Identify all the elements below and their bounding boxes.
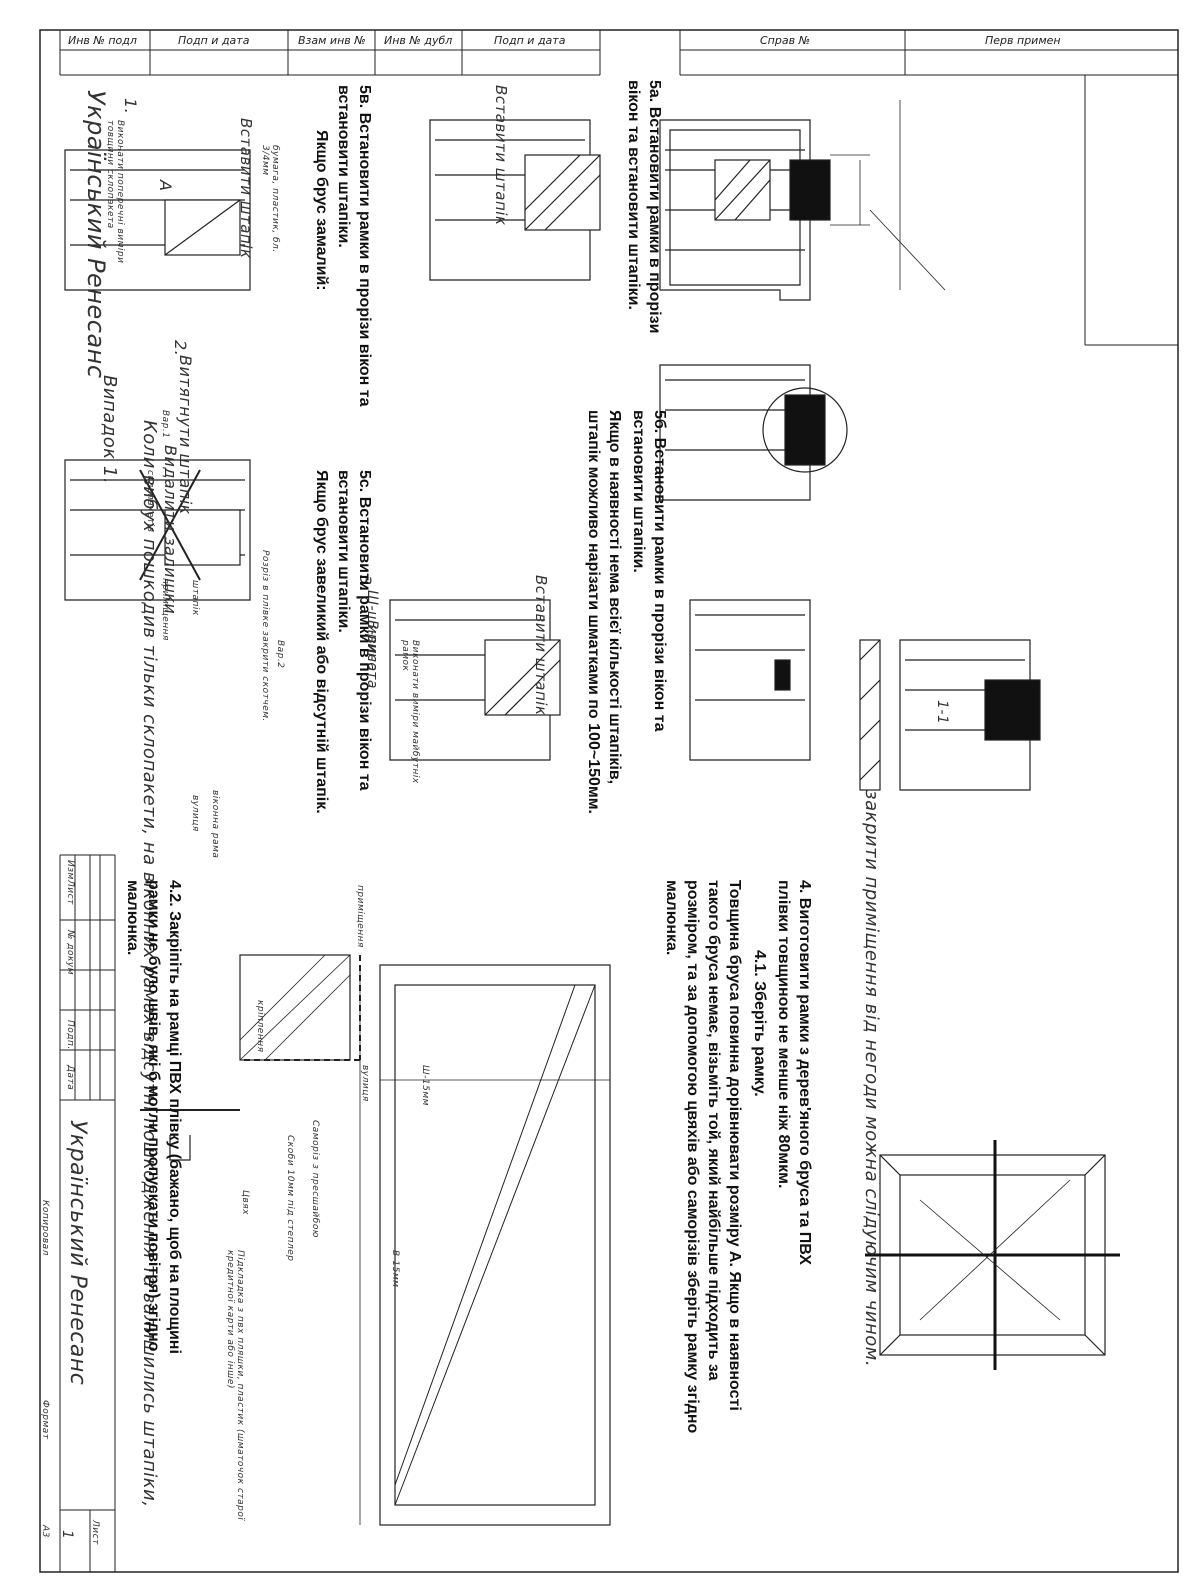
frame-staples: Скоби 10мм під степлер: [285, 1135, 295, 1262]
frame-w: Ш-15мм: [420, 1065, 430, 1106]
row-dokum: № докум: [65, 930, 75, 976]
sheet-number: 1: [59, 1530, 75, 1540]
frame-fixing: кріплення: [255, 1000, 265, 1053]
profile-drawing-1: [659, 119, 831, 301]
step5b-text: 5б. Встановити рамки в прорізи вікон та …: [630, 410, 668, 732]
wooden-frame-diagram: [359, 964, 611, 1526]
cell-vzam-inv: Взам инв №: [298, 34, 366, 47]
step4-sub: 4.1. Зберіть рамку.: [751, 950, 768, 1097]
profile-drawing-2: [659, 364, 848, 501]
label-street: вулиця: [190, 795, 200, 832]
label-paper: бумага, пластик, бл. 3/4мм: [260, 145, 280, 253]
frame-h: В-15мм: [390, 1250, 400, 1288]
row-list: Лист: [65, 880, 75, 905]
step5c-note: Якщо брус завеликий або відсутній штапік…: [313, 470, 330, 814]
frame-pad: Підкладка з пвх пляшки, пластик (шматочо…: [225, 1250, 245, 1521]
frame-nail: Цвях: [240, 1190, 250, 1216]
format-value: А3: [40, 1525, 50, 1538]
step2-remove-sub: склопакетів: [145, 470, 155, 533]
profile-drawing-5b: [389, 599, 561, 761]
cell-podp-data-2: Подп и дата: [494, 34, 566, 47]
close-room-text: закрити приміщення від негоди можна слід…: [861, 790, 882, 1368]
profile-drawing-5c: [64, 459, 251, 601]
fixing-detail: [140, 954, 361, 1161]
row-podp: Подп.: [65, 1020, 75, 1050]
cell-perv-primen: Перв примен: [985, 34, 1061, 47]
label-insert-bead-2: Вставити штапік: [532, 575, 550, 716]
frame-street: вулиця: [360, 1065, 370, 1102]
step5v-note: Якщо брус замалий:: [313, 130, 330, 291]
company-name-bottom: Український Ренесанс: [65, 1120, 90, 1386]
cell-inv-podl: Инв № подл: [68, 34, 137, 47]
row-izm: Изм: [65, 860, 75, 880]
profile-drawing-3: [689, 599, 811, 761]
label-shtapik: штапік: [190, 580, 200, 616]
frame-room: приміщення: [355, 885, 365, 948]
step42-text: 4.2. Закріпіть на рамці ПВХ плівку (бажа…: [124, 880, 183, 1354]
profile-drawing-4: [859, 639, 1041, 791]
sheet-label: Лист: [90, 1520, 100, 1545]
profile-drawing-5v: [64, 149, 251, 291]
label-room: приміщення: [160, 578, 170, 641]
step1-dim: A: [156, 180, 175, 192]
step1-number: 1.: [121, 98, 140, 115]
step3-note: Виконати виміри майбутніх рамок: [400, 640, 420, 784]
step5c-text: 5с. Встановити рамки в прорізи вікон та …: [335, 470, 373, 791]
cell-podp-data-1: Подп и дата: [178, 34, 250, 47]
cell-inv-dubl: Инв № дубл: [384, 34, 453, 47]
profile-drawing-5a: [429, 119, 601, 281]
label-var2: Вар.2: [275, 640, 285, 669]
step4-text: 4. Виготовити рамки з дерев'яного бруса …: [775, 880, 813, 1265]
label-insert-bead-3: Вставити штапік: [237, 118, 255, 259]
section-label-main: 1-1: [934, 700, 950, 725]
frame-assembly-diagram: [865, 1140, 1120, 1370]
case-heading: Випадок 1.: [99, 375, 120, 485]
step1-note: Виконати поперечні виміри товщини склопа…: [105, 120, 125, 264]
row-data: Дата: [65, 1065, 75, 1091]
step5v-text: 5в. Встановити рамки в прорізи вікон та …: [335, 85, 373, 407]
cell-sprav: Справ №: [760, 34, 811, 47]
format-label: Формат: [40, 1400, 50, 1440]
label-cut: Розріз в плівке закрити скотчем.: [260, 550, 270, 722]
copied-label: Копировал: [40, 1200, 50, 1256]
frame-screws: Саморіз з пресшайбою: [310, 1120, 320, 1238]
step5a-text: 5а. Встановити рамки в прорізи вікон та …: [625, 80, 663, 334]
label-var1: Вар.1: [160, 410, 170, 439]
label-window-frame: віконна рама: [210, 790, 220, 859]
step4-detail: Товщина бруса повинна дорівнювати розмір…: [663, 880, 743, 1434]
step2-number: 2.: [171, 340, 190, 357]
step5b-note: Якщо в наявності нема всієї кількості шт…: [585, 410, 623, 814]
label-insert-bead-1: Вставити штапік: [492, 85, 510, 226]
